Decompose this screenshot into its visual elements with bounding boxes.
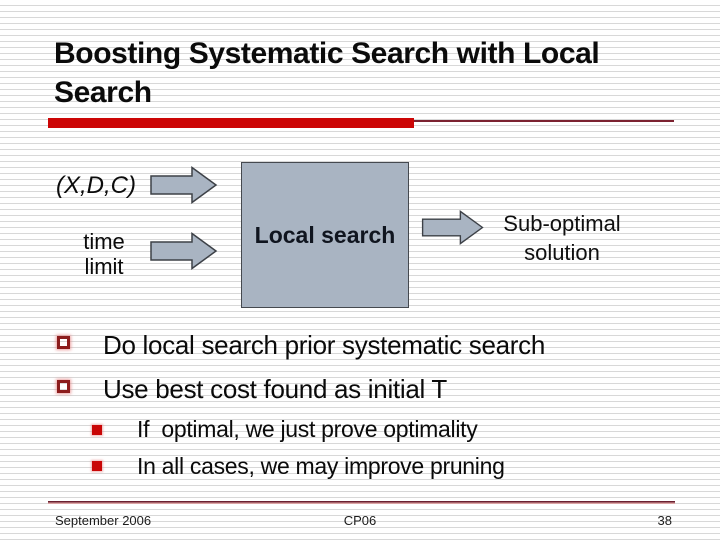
diagram-time-limit-label: time limit bbox=[64, 229, 144, 279]
sub-bullet-item: If optimal, we just prove optimality bbox=[137, 416, 478, 442]
local-search-box: Local search bbox=[241, 162, 409, 308]
footer-rule bbox=[48, 501, 675, 504]
hollow-square-bullet-icon bbox=[57, 336, 70, 349]
diagram-input-tuple-label: (X,D,C) bbox=[56, 172, 136, 199]
title-accent-bar bbox=[48, 118, 414, 128]
footer-conference: CP06 bbox=[343, 513, 377, 528]
output-label-line2: solution bbox=[524, 240, 600, 265]
local-search-box-label: Local search bbox=[254, 221, 396, 248]
right-block-arrow-icon bbox=[150, 232, 218, 270]
sub-bullet-item: In all cases, we may improve pruning bbox=[137, 453, 505, 479]
output-label-line1: Sub-optimal bbox=[503, 211, 621, 236]
bullet-item: Use best cost found as initial T bbox=[103, 374, 447, 404]
title-thin-rule bbox=[414, 120, 674, 122]
filled-square-bullet-icon bbox=[92, 425, 102, 435]
slide-page-number: 38 bbox=[657, 513, 672, 528]
filled-square-bullet-icon bbox=[92, 461, 102, 471]
time-limit-line2: limit bbox=[84, 254, 124, 279]
time-limit-line1: time bbox=[83, 229, 125, 254]
hollow-square-bullet-icon bbox=[57, 380, 70, 393]
right-block-arrow-icon bbox=[150, 166, 218, 204]
right-block-arrow-icon bbox=[421, 210, 484, 245]
diagram-output-label: Sub-optimal solution bbox=[492, 209, 632, 267]
bullet-item: Do local search prior systematic search bbox=[103, 330, 546, 360]
slide-title: Boosting Systematic Search with Local Se… bbox=[54, 37, 600, 109]
footer-date: September 2006 bbox=[55, 513, 152, 528]
